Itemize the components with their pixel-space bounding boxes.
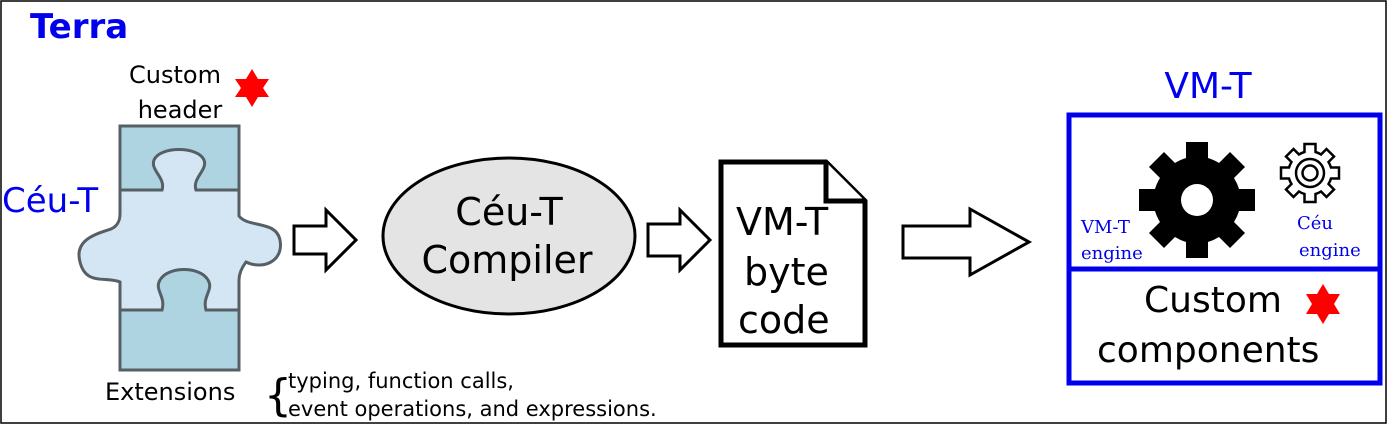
- custom-components-line2: components: [1097, 330, 1319, 371]
- puzzle-piece: [77, 148, 282, 312]
- terra-title: Terra: [30, 7, 128, 47]
- extensions-line2: event operations, and expressions.: [288, 397, 657, 421]
- flow-arrow-icon-2: [646, 206, 713, 274]
- ceu-t-puzzle: [77, 124, 282, 372]
- vm-engine-gear-icon: [1139, 142, 1255, 258]
- bytecode-document-icon: [718, 159, 868, 348]
- compiler-ellipse: [381, 156, 637, 316]
- bytecode-line1: VM-T: [736, 200, 829, 244]
- vm-t-box: [1066, 112, 1383, 386]
- extensions-label: Extensions: [105, 378, 235, 406]
- ceu-t-label: Céu-T: [2, 181, 98, 221]
- compiler-line1: Céu-T: [455, 190, 563, 234]
- extensions-line1: typing, function calls,: [288, 369, 514, 393]
- flow-arrow-icon-3: [901, 206, 1033, 278]
- custom-header-star-icon: [235, 69, 269, 107]
- custom-header-line2: header: [138, 96, 223, 124]
- bytecode-line3: code: [738, 298, 830, 342]
- extensions-brace: {: [264, 370, 292, 421]
- vm-engine-label-line1: VM-T: [1080, 217, 1130, 238]
- custom-components-line1: Custom: [1144, 280, 1282, 321]
- flow-arrow-icon-1: [292, 206, 359, 274]
- vm-engine-label-line2: engine: [1081, 243, 1143, 264]
- vm-t-title: VM-T: [1164, 66, 1252, 107]
- custom-components-star-icon: [1306, 284, 1340, 324]
- compiler-line2: Compiler: [421, 238, 592, 282]
- bytecode-line2: byte: [744, 250, 829, 294]
- ceu-engine-label-line1: Céu: [1297, 213, 1333, 234]
- ceu-engine-label-line2: engine: [1299, 240, 1361, 261]
- custom-header-line1: Custom: [129, 61, 221, 89]
- ceu-engine-gear-icon: [1279, 142, 1341, 204]
